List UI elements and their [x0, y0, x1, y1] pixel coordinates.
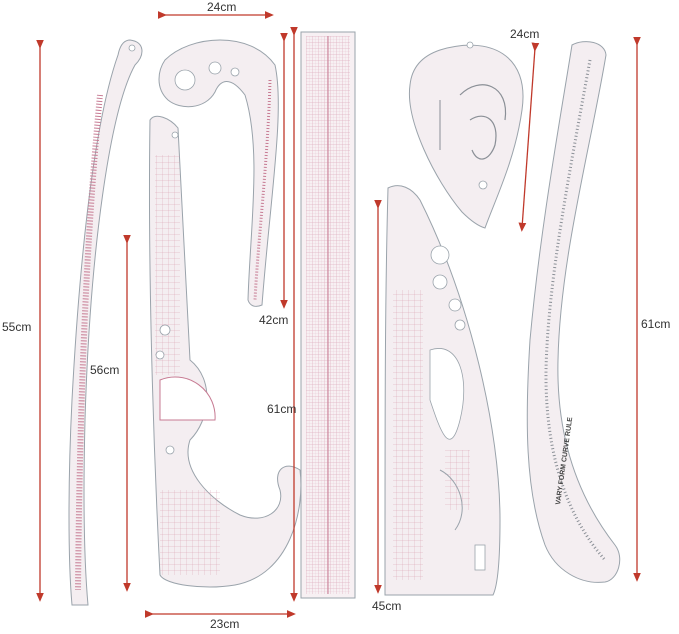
vary-curve-height-label: 61cm — [641, 317, 671, 331]
long-curve-ruler — [68, 39, 143, 606]
straight-ruler-height-label: 61cm — [267, 402, 297, 416]
hip-curve-height-label: 42cm — [259, 313, 289, 327]
large-curve-ruler — [384, 185, 501, 596]
dimension-arrows — [36, 11, 641, 618]
french-curve-height-label: 56cm — [90, 363, 120, 377]
long-curve-height-label: 55cm — [2, 320, 32, 334]
vary-form-curve-ruler: VARY FORM CURVE RULE — [526, 41, 621, 583]
large-curve-width-label: 45cm — [372, 599, 402, 613]
french-curve-width-label: 23cm — [210, 617, 240, 631]
french-curve-ruler — [148, 115, 302, 588]
hip-curve-ruler — [158, 39, 279, 307]
top-curve-width-label: 24cm — [207, 0, 237, 14]
straight-ruler — [300, 31, 356, 599]
pear-curve-ruler — [408, 41, 524, 229]
pear-curve-width-label: 24cm — [510, 27, 540, 41]
